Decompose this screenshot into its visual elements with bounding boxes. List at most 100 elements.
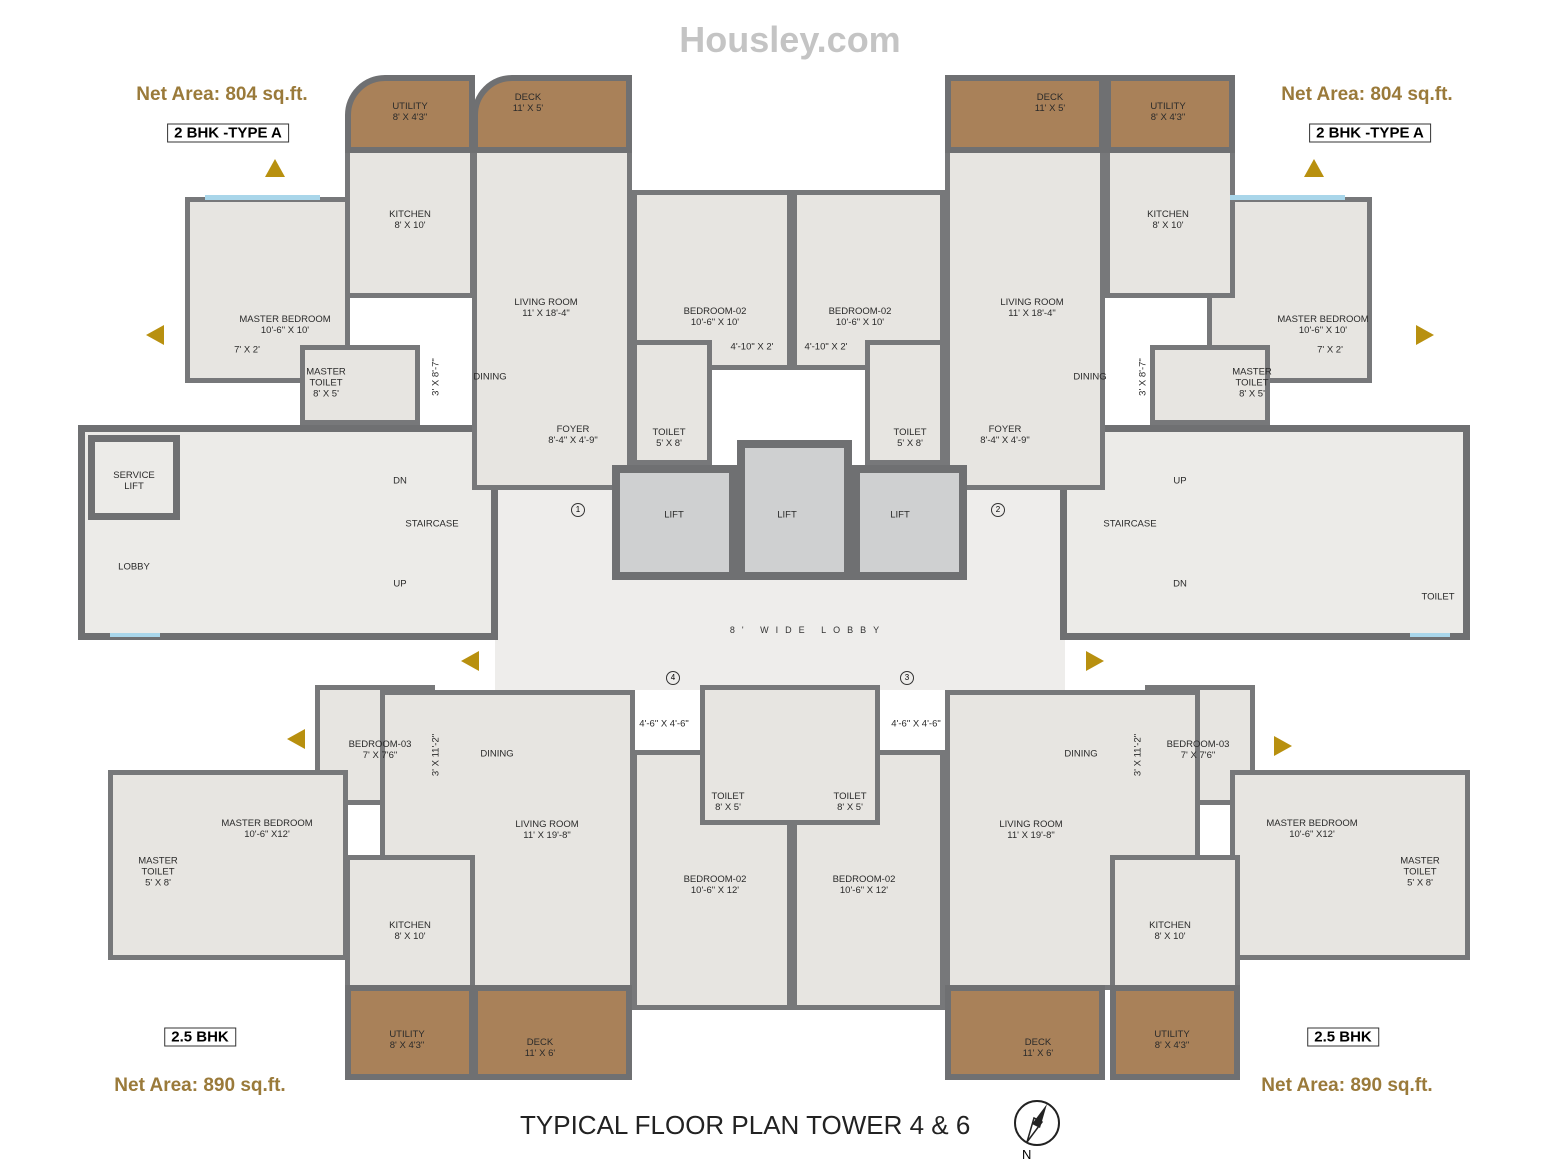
net-area-bottom-left: Net Area: 890 sq.ft. — [114, 1075, 286, 1096]
room-label: LIFT — [890, 510, 910, 521]
room-label-line: 4'-6" X 4'-6" — [639, 718, 689, 730]
room-label-line: 10'-6" X 10' — [260, 325, 310, 336]
dimension-label: 3' X 11'-2" — [1132, 733, 1144, 777]
room-label: STAIRCASE — [1103, 519, 1156, 530]
staircase-block-right — [1060, 425, 1470, 640]
room-label: DINING — [480, 749, 513, 760]
lift — [737, 440, 852, 580]
room-label-line: BEDROOM-02 — [683, 306, 747, 317]
lift — [852, 465, 967, 580]
room-label-line: BEDROOM-02 — [828, 306, 892, 317]
toilet — [865, 340, 945, 465]
toilet — [632, 340, 712, 465]
room-label-line: TOILET — [1235, 377, 1269, 389]
direction-arrow-icon — [287, 729, 305, 749]
lobby-label: 8' WIDE LOBBY — [729, 625, 887, 635]
direction-arrow-icon — [461, 651, 479, 671]
room-label-line: DECK — [526, 1037, 554, 1048]
room-label-line: 11' X 18'-4" — [1008, 308, 1056, 319]
unit-type-bottom-left: 2.5 BHK — [164, 1027, 236, 1047]
net-area-bottom-right: Net Area: 890 sq.ft. — [1261, 1075, 1433, 1096]
room-label: DN — [1173, 579, 1187, 590]
room-label: 7' X 2' — [1317, 345, 1343, 356]
plan-title: TYPICAL FLOOR PLAN TOWER 4 & 6 — [520, 1110, 971, 1140]
direction-arrow-icon — [1304, 159, 1324, 177]
room-label-line: BEDROOM-02 — [683, 874, 747, 885]
room-label-line: 10'-6" X 12' — [839, 885, 889, 896]
room-label-line: 8' X 10' — [1152, 220, 1184, 231]
room-label-line: 8' X 4'3" — [389, 1040, 425, 1051]
unit-number-3: 3 — [900, 671, 914, 685]
room-label-line: 8' X 10' — [394, 931, 426, 942]
room-label-line: 8'-4" X 4'-9" — [548, 435, 598, 446]
room-label-line: 7' X 7'6" — [1180, 750, 1216, 761]
unit-type-bottom-right: 2.5 BHK — [1307, 1027, 1379, 1047]
master-bedroom — [108, 770, 348, 960]
kitchen — [1110, 855, 1240, 1005]
direction-arrow-icon — [146, 325, 164, 345]
room-label-line: 7' X 7'6" — [362, 750, 398, 761]
room-label-line: UP — [393, 578, 407, 590]
room-label-line: DECK — [514, 92, 542, 103]
room-label-line: 4'-6" X 4'-6" — [891, 718, 941, 730]
room-label: STAIRCASE — [405, 519, 458, 530]
room-label-line: TOILET — [711, 791, 745, 802]
deck — [472, 75, 632, 153]
net-area-top-left: Net Area: 804 sq.ft. — [136, 84, 308, 105]
window — [205, 195, 320, 200]
room-label-line: STAIRCASE — [1103, 518, 1157, 530]
room-label: LIFT — [664, 510, 684, 521]
deck — [945, 75, 1105, 153]
living-room — [472, 148, 632, 490]
deck — [945, 985, 1105, 1080]
room-label-line: 10'-6" X 10' — [690, 317, 740, 328]
watermark: Housley.com — [679, 19, 901, 60]
room-label-line: UTILITY — [389, 1029, 425, 1040]
room-label-line: MASTER — [306, 366, 346, 378]
window — [1230, 195, 1345, 200]
room-label-line: LIVING ROOM — [514, 297, 578, 308]
window — [1410, 633, 1450, 637]
room-label: DINING — [473, 372, 506, 383]
direction-arrow-icon — [1274, 736, 1292, 756]
room-label-line: MASTER — [1400, 855, 1440, 867]
room-label-line: 8'-4" X 4'-9" — [980, 435, 1030, 446]
room-label-line: 7' X 2' — [1317, 344, 1343, 356]
room-label: TOILET — [1421, 592, 1454, 603]
room-label-line: TOILET — [1421, 591, 1455, 603]
deck — [472, 985, 632, 1080]
room-label-line: STAIRCASE — [405, 518, 459, 530]
room-label-line: 8' X 4'3" — [1154, 1040, 1190, 1051]
living-room — [945, 148, 1105, 490]
kitchen — [345, 148, 475, 298]
room-label-line: TOILET — [833, 791, 867, 802]
room-label: DINING — [1073, 372, 1106, 383]
room-label-line: MASTER BEDROOM — [239, 314, 331, 325]
room-label: UP — [1173, 476, 1186, 487]
direction-arrow-icon — [1416, 325, 1434, 345]
unit-number-4: 4 — [666, 671, 680, 685]
